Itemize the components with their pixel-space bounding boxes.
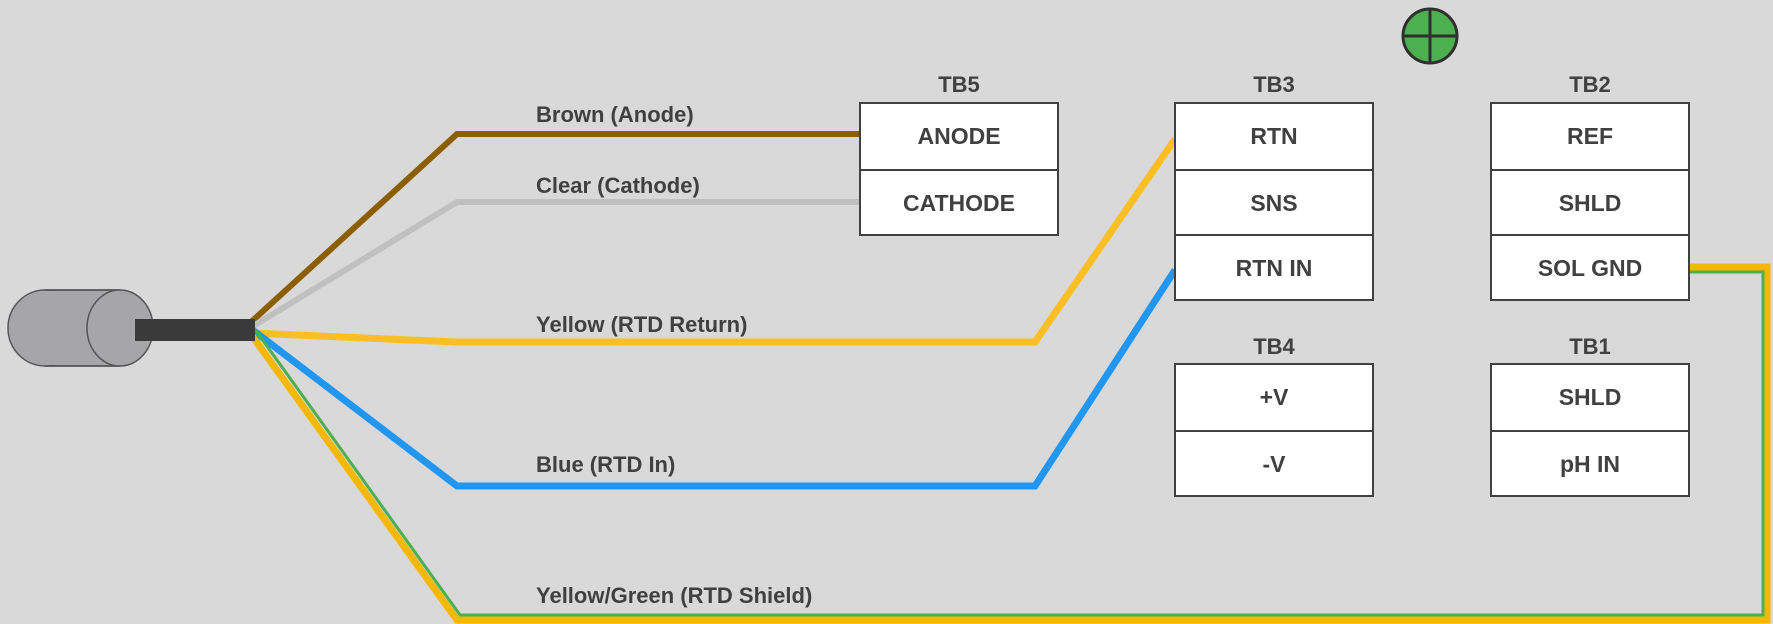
tb5-terminal-anode: ANODE — [917, 123, 1001, 149]
tb1-terminal-ph-in: pH IN — [1492, 430, 1688, 495]
wire-shield-green — [252, 270, 1765, 617]
tb4-terminal-minus-v: -V — [1176, 430, 1372, 495]
tb2-terminal-shld: SHLD — [1492, 169, 1688, 234]
tb4-title: TB4 — [1253, 334, 1295, 359]
wire-yellow — [249, 137, 1178, 346]
tb4-terminal-plus-v: +V — [1259, 384, 1289, 410]
tb5-terminal-cathode: CATHODE — [861, 169, 1057, 234]
wire-brown — [247, 131, 860, 326]
tb3-block: RTN SNS RTN IN — [1174, 102, 1374, 301]
tb2-terminal-ref: REF — [1567, 123, 1613, 149]
tb3-terminal-rtn-in: RTN IN — [1176, 234, 1372, 299]
tb5-title: TB5 — [938, 72, 980, 97]
wire-label-shield: Yellow/Green (RTD Shield) — [536, 583, 813, 608]
wire-label-yellow: Yellow (RTD Return) — [536, 312, 748, 337]
tb3-terminal-sns: SNS — [1176, 169, 1372, 234]
tb5-block: ANODE CATHODE — [859, 102, 1059, 236]
wire-clear — [248, 199, 860, 331]
tb1-block: SHLD pH IN — [1490, 363, 1690, 497]
tb2-terminal-sol-gnd: SOL GND — [1492, 234, 1688, 299]
tb2-block: REF SHLD SOL GND — [1490, 102, 1690, 301]
probe-icon — [7, 289, 154, 367]
wire-shield-yellow — [247, 263, 1771, 624]
tb4-block: +V -V — [1174, 363, 1374, 497]
tb2-title: TB2 — [1569, 72, 1611, 97]
cable — [135, 319, 255, 341]
wire-label-clear: Clear (Cathode) — [536, 173, 700, 198]
wire-blue — [247, 268, 1178, 490]
wire-label-brown: Brown (Anode) — [536, 102, 694, 127]
tb1-terminal-shld: SHLD — [1558, 384, 1622, 410]
wire-label-blue: Blue (RTD In) — [536, 452, 676, 477]
tb3-title: TB3 — [1253, 72, 1295, 97]
ground-icon — [1401, 7, 1459, 65]
tb1-title: TB1 — [1569, 334, 1611, 359]
tb3-terminal-rtn: RTN — [1250, 123, 1298, 149]
